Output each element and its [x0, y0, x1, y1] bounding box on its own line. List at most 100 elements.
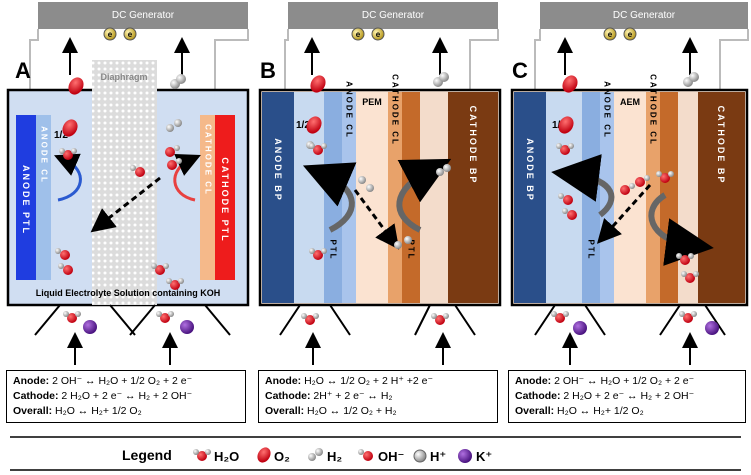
half-label: 1/2	[54, 130, 68, 141]
ion-transport-arrow	[353, 189, 400, 250]
panel-c: DC Generator e e C ANODE BP PTL ANODE CL…	[510, 2, 749, 365]
oh-ion-icon	[60, 250, 70, 260]
h-plus-icon	[404, 236, 412, 244]
eq-overall: H₂O ↔ 1/2 O₂ + H₂	[307, 405, 397, 417]
half-label: 1/2	[296, 120, 310, 131]
cathode-ptl	[215, 115, 235, 280]
eq-cathode-label: Cathode:	[515, 390, 561, 402]
h2o-molecule-icon	[660, 173, 670, 183]
wire	[284, 29, 289, 100]
reaction-arrow	[396, 158, 452, 233]
eq-anode: H₂O ↔ 1/2 O₂ + 2 H⁺ +2 e⁻	[304, 375, 434, 387]
h-plus-legend-icon	[413, 449, 427, 463]
eq-cathode: 2 H₂O + 2 e⁻ ↔ H₂ + 2 OH⁻	[61, 390, 193, 402]
h2o-molecule-icon	[313, 250, 323, 260]
h2o-molecule-icon	[170, 280, 180, 290]
reaction-arrow	[173, 154, 201, 202]
cathode-cl-label: CATHODE CL	[204, 124, 213, 196]
dc-generator-label: DC Generator	[112, 10, 175, 21]
oh-ion-icon	[167, 160, 177, 170]
anode-ptl-label: ANODE PTL	[21, 165, 31, 235]
anode-cl-label: ANODE CL	[345, 81, 354, 139]
k-ion-icon	[83, 320, 97, 334]
wire	[207, 29, 249, 120]
anode-ptl-label: PTL	[587, 239, 596, 260]
wire	[534, 29, 541, 100]
o2-molecule-icon	[62, 119, 78, 137]
aem-membrane	[614, 92, 646, 303]
oh-ion-icon	[63, 265, 73, 275]
h2o-molecule-icon	[160, 313, 170, 323]
h2o-molecule-icon	[305, 315, 315, 325]
eq-overall-label: Overall:	[13, 405, 53, 417]
h-plus-icon	[366, 184, 374, 192]
dc-generator-label: DC Generator	[613, 10, 676, 21]
membrane-label: PEM	[362, 97, 382, 107]
cathode-cl-label: CATHODE CL	[391, 74, 400, 146]
ion-transport-arrow	[90, 176, 161, 233]
wire	[462, 29, 499, 108]
k-ion-icon	[180, 320, 194, 334]
h2o-molecule-icon	[313, 145, 323, 155]
cathode-cl	[388, 92, 402, 303]
eq-overall-label: Overall:	[265, 405, 305, 417]
legend-title: Legend	[122, 447, 172, 463]
electron-icon	[371, 27, 385, 41]
electron-icon	[123, 27, 137, 41]
anode-ptl	[582, 92, 600, 303]
panel-b: DC Generator e e B ANODE BP PTL ANODE CL…	[258, 2, 502, 365]
h2o-molecule-icon	[63, 150, 73, 160]
cathode-ptl-label: PTL	[407, 239, 416, 260]
h2-molecule-icon	[436, 168, 444, 176]
flow-channels	[420, 92, 448, 303]
legend-o2: O₂	[274, 449, 290, 464]
svg-text:e: e	[128, 30, 133, 39]
svg-text:e: e	[376, 30, 381, 39]
reaction-arrow	[53, 153, 82, 202]
panel-letter: A	[15, 58, 31, 83]
eq-anode-label: Anode:	[515, 375, 552, 387]
anode-bp-label: ANODE BP	[273, 138, 283, 202]
oh-ion-icon	[620, 185, 630, 195]
k-plus-legend-icon	[458, 449, 472, 463]
diaphragm	[92, 60, 157, 305]
electrolyte-label: Liquid Electrolyte Solution containing K…	[36, 288, 221, 298]
eq-cathode-label: Cathode:	[265, 390, 311, 402]
h2-molecule-icon	[166, 124, 174, 132]
anode-ptl	[16, 115, 36, 280]
h2o-molecule-icon	[155, 265, 165, 275]
cathode-bp	[698, 92, 745, 303]
anode-cl	[600, 92, 614, 303]
cathode-bp-label: CATHODE BP	[716, 106, 726, 185]
legend-kplus: K⁺	[476, 449, 492, 464]
eq-cathode: 2H⁺ + 2 e⁻ ↔ H₂	[313, 390, 393, 402]
h-plus-icon	[394, 241, 402, 249]
o2-molecule-icon	[562, 75, 578, 93]
h-plus-icon	[358, 176, 366, 184]
diaphragm-label: Diaphragm	[100, 72, 147, 82]
cathode-cl	[646, 92, 660, 303]
svg-text:e: e	[628, 30, 633, 39]
o2-molecule-icon	[558, 116, 574, 134]
electron-icon	[603, 27, 617, 41]
dc-generator	[540, 2, 748, 29]
reaction-arrow	[302, 162, 357, 233]
panel-a: DC Generator e e Diaphragm A ANODE PTL A…	[6, 2, 250, 365]
dc-generator-label: DC Generator	[362, 10, 425, 21]
h2o-molecule-icon	[560, 145, 570, 155]
o2-molecule-icon	[306, 116, 322, 134]
eq-anode-label: Anode:	[265, 375, 302, 387]
anode-bp	[514, 92, 546, 303]
legend-h2: H₂	[327, 449, 342, 464]
anode-bp	[262, 92, 294, 303]
reaction-arrow	[648, 192, 714, 266]
legend: Legend H₂O O₂ H₂ OH⁻ H⁺ K⁺	[122, 447, 492, 464]
anode-bp-label: ANODE BP	[525, 138, 535, 202]
eq-cathode-label: Cathode:	[13, 390, 59, 402]
oh-legend-icon	[363, 451, 373, 461]
cathode-bp	[448, 92, 498, 303]
o2-molecule-icon	[68, 77, 84, 95]
h2o-molecule-icon	[555, 313, 565, 323]
anode-ptl-label: PTL	[329, 239, 338, 260]
legend-oh: OH⁻	[378, 449, 404, 464]
